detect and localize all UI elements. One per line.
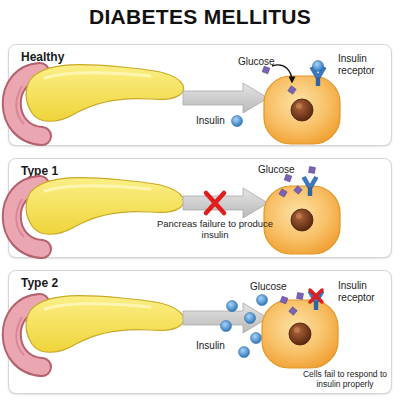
glucose-molecule bbox=[284, 174, 292, 182]
insulin-receptor bbox=[308, 291, 324, 311]
diagram-title: DIABETES MELLITUS bbox=[0, 5, 400, 29]
insulin-receptor bbox=[310, 67, 326, 87]
text-label: Insulin receptor bbox=[338, 280, 392, 303]
insulin-molecule bbox=[251, 333, 262, 344]
text-label: Pancreas failure to produce insulin bbox=[156, 219, 274, 241]
text-label: Insulin bbox=[196, 115, 225, 127]
failure-cross bbox=[206, 193, 224, 213]
glucose-molecule bbox=[309, 167, 316, 174]
insulin-molecule bbox=[257, 295, 268, 306]
insulin-molecule bbox=[245, 313, 256, 324]
cross-stroke bbox=[310, 290, 322, 302]
cross-stroke bbox=[206, 193, 224, 213]
text-label: Glucose bbox=[238, 56, 275, 68]
glucose-molecule bbox=[294, 186, 302, 194]
cross-stroke bbox=[206, 193, 224, 213]
glucose-molecule bbox=[288, 86, 296, 94]
secretion-arrow bbox=[183, 303, 268, 333]
glucose-molecule bbox=[297, 293, 304, 300]
panel-heading: Type 2 bbox=[21, 276, 58, 290]
text-label: Glucose bbox=[250, 281, 287, 293]
pancreas-drawing bbox=[12, 178, 184, 249]
pancreas-drawing bbox=[12, 65, 184, 136]
pancreas-drawing bbox=[12, 296, 184, 367]
insulin-receptor bbox=[302, 177, 318, 197]
insulin-molecule bbox=[227, 301, 238, 312]
text-label: Insulin bbox=[196, 340, 225, 352]
glucose-molecule bbox=[280, 296, 288, 304]
panel-box: Type 2 bbox=[8, 270, 392, 394]
insulin-molecule bbox=[313, 61, 324, 72]
text-label: Cells fail to respond to insulin properl… bbox=[292, 370, 398, 390]
cross-stroke bbox=[310, 290, 322, 302]
failure-cross bbox=[310, 290, 322, 302]
glucose-molecule bbox=[289, 307, 297, 315]
secretion-arrow bbox=[183, 83, 268, 113]
insulin-molecule bbox=[232, 116, 243, 127]
body-cell bbox=[264, 76, 340, 144]
insulin-molecule bbox=[221, 321, 232, 332]
body-cell bbox=[264, 186, 340, 254]
panel-box: Healthy bbox=[8, 44, 392, 146]
panel-heading: Type 1 bbox=[21, 164, 58, 178]
glucose-molecule bbox=[262, 66, 270, 74]
text-label: Glucose bbox=[258, 164, 295, 176]
insulin-molecule bbox=[239, 347, 250, 358]
text-label: Insulin receptor bbox=[338, 53, 392, 76]
glucose-molecule bbox=[279, 189, 287, 197]
secretion-arrow bbox=[183, 188, 268, 218]
uptake-arrow bbox=[272, 65, 292, 82]
body-cell bbox=[262, 300, 338, 368]
panel-heading: Healthy bbox=[21, 50, 64, 64]
panel-box: Type 1 bbox=[8, 158, 392, 258]
